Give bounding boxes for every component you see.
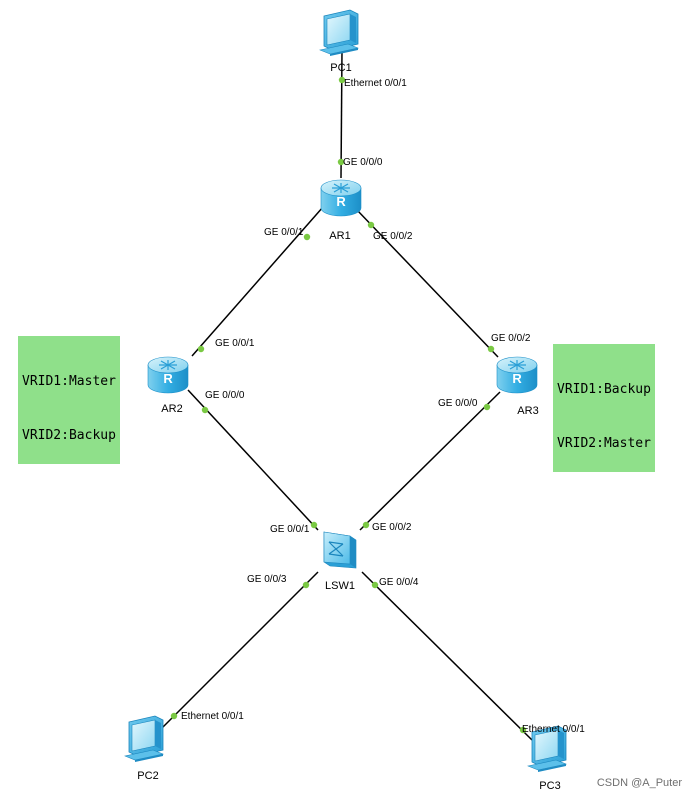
port-label-pc2-eth: Ethernet 0/0/1	[181, 711, 244, 722]
vrrp-line-ar3-vrid2: VRID2:Master	[557, 436, 651, 451]
port-dot-pc1	[338, 76, 346, 84]
port-label-ar2-g0: GE 0/0/0	[205, 390, 245, 401]
device-label-ar2: AR2	[161, 403, 182, 415]
link-lsw1-pc3	[361, 571, 533, 741]
device-label-pc3: PC3	[539, 780, 560, 792]
port-label-ar1-g0: GE 0/0/0	[343, 157, 383, 168]
port-dot-pc2	[170, 712, 178, 720]
links	[159, 49, 533, 741]
port-label-lsw1-g2: GE 0/0/2	[372, 522, 412, 533]
port-label-ar3-g0: GE 0/0/0	[438, 398, 478, 409]
router-icon[interactable]	[496, 356, 538, 394]
vrrp-line-ar2-vrid1: VRID1:Master	[22, 374, 116, 389]
link-ar2-lsw1	[187, 389, 319, 531]
vrrp-line-ar3-vrid1: VRID1:Backup	[557, 382, 651, 397]
port-dots	[170, 76, 527, 734]
watermark: CSDN @A_Puter	[596, 777, 682, 789]
link-ar1-ar3	[356, 209, 499, 358]
port-dot-ar2-g0	[201, 406, 209, 414]
port-label-ar3-g2: GE 0/0/2	[491, 333, 531, 344]
port-dot-ar1-g2	[367, 221, 375, 229]
port-dot-ar1-g1	[303, 233, 311, 241]
port-label-pc1-eth: Ethernet 0/0/1	[344, 78, 407, 89]
vrrp-status-ar2: VRID1:Master VRID2:Backup	[18, 336, 120, 464]
port-dot-lsw1-g3	[302, 581, 310, 589]
port-dot-lsw1-g1	[310, 521, 318, 529]
device-label-lsw1: LSW1	[325, 580, 355, 592]
vrrp-status-ar3: VRID1:Backup VRID2:Master	[553, 344, 655, 472]
port-label-ar2-g1: GE 0/0/1	[215, 338, 255, 349]
port-dot-ar1-g0	[337, 158, 345, 166]
port-label-lsw1-g3: GE 0/0/3	[247, 574, 287, 585]
link-ar1-ar2	[191, 206, 324, 357]
vrrp-line-ar2-vrid2: VRID2:Backup	[22, 428, 116, 443]
port-label-lsw1-g1: GE 0/0/1	[270, 524, 310, 535]
link-lsw1-pc2	[159, 571, 319, 731]
port-dot-lsw1-g2	[362, 521, 370, 529]
device-label-ar1: AR1	[329, 230, 350, 242]
port-label-ar1-g1: GE 0/0/1	[264, 227, 304, 238]
port-dot-pc3	[519, 726, 527, 734]
port-dot-ar3-g0	[483, 403, 491, 411]
port-label-ar1-g2: GE 0/0/2	[373, 231, 413, 242]
device-label-pc2: PC2	[137, 770, 158, 782]
port-label-lsw1-g4: GE 0/0/4	[379, 577, 419, 588]
device-label-pc1: PC1	[330, 62, 351, 74]
desktop-pc-icon[interactable]	[124, 715, 164, 763]
port-dot-ar2-g1	[197, 345, 205, 353]
desktop-pc-icon[interactable]	[319, 9, 359, 57]
port-label-pc3-eth: Ethernet 0/0/1	[522, 724, 585, 735]
port-dot-ar3-g2	[487, 345, 495, 353]
link-ar3-lsw1	[359, 391, 501, 531]
router-icon[interactable]	[320, 179, 362, 217]
device-label-ar3: AR3	[517, 405, 538, 417]
switch-icon[interactable]	[323, 531, 357, 569]
router-icon[interactable]	[147, 356, 189, 394]
port-dot-lsw1-g4	[371, 581, 379, 589]
link-pc1-ar1	[340, 49, 343, 179]
